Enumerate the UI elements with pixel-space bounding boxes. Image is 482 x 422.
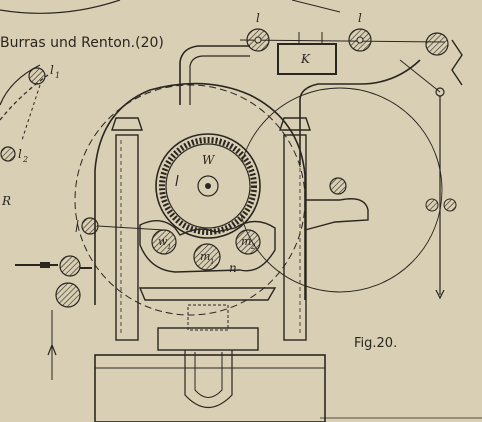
label-w1: w (158, 235, 168, 248)
drum-hatched-shell (159, 137, 257, 235)
drum-rotation-arrow (175, 174, 179, 187)
label-drum-w: W (202, 153, 216, 167)
roller-housing (139, 220, 276, 273)
press-ram (187, 304, 229, 331)
guide-roller (81, 217, 99, 235)
guide-roller-arrow (75, 219, 79, 233)
left-web-line (21, 84, 41, 141)
caption-fragment: Burras und Renton.(20) (0, 35, 164, 51)
upper-web-line (239, 39, 446, 43)
machine-base (94, 354, 326, 422)
arm-to-pendulum (399, 59, 441, 93)
left-roller-l1 (28, 67, 46, 85)
label-box-k: K (300, 52, 311, 66)
label-l1: l (50, 63, 54, 77)
nut-right (279, 117, 311, 131)
figure-label: Fig.20. (354, 336, 397, 351)
label-l2: l (18, 147, 22, 161)
box-K (277, 43, 337, 75)
upper-roller-l-right-axle (356, 36, 364, 44)
upper-roller-far-right (425, 32, 449, 56)
pendulum-roller-right (443, 198, 457, 212)
pendulum-arrow (435, 289, 445, 300)
label-l2-sub: 2 (22, 155, 28, 164)
label-n: n (229, 261, 237, 275)
top-web-in (291, 0, 341, 13)
web-feed-arrow (47, 343, 57, 356)
right-side-roller (329, 177, 347, 195)
label-r-partial: R (1, 194, 11, 208)
label-w1-sub: 1 (167, 243, 171, 251)
base-u-inner (194, 352, 223, 398)
pendulum-roller-left (425, 198, 439, 212)
roller-m1 (193, 243, 221, 271)
frame-arm-right (299, 59, 421, 165)
column-right (283, 134, 307, 341)
label-l1-sub: 1 (55, 71, 60, 80)
roller-m2 (235, 229, 261, 255)
frame-arm-left (179, 45, 250, 105)
top-left-arc (0, 0, 121, 14)
web-to-roller-w1 (97, 225, 165, 231)
frame-arm-left-inner (189, 55, 250, 105)
label-m2: m (241, 235, 251, 248)
press-block (157, 327, 259, 351)
press-bed (138, 287, 277, 301)
label-l-right: l (358, 11, 362, 25)
label-m2-sub: 2 (250, 243, 256, 251)
upper-roller-l-left-axle (254, 36, 262, 44)
drum-outer-ring (155, 133, 261, 239)
drum-hub (197, 175, 219, 197)
label-l-left: l (256, 11, 260, 25)
column-left (115, 134, 139, 341)
nut-left (111, 117, 143, 131)
feed-roller-upper (59, 255, 81, 277)
left-roller-l2 (0, 146, 16, 162)
base-u-channel (184, 350, 233, 409)
feed-roller-lower (55, 282, 81, 308)
drum-axle (205, 183, 211, 189)
chain-link (451, 39, 463, 86)
label-m1: m (200, 250, 210, 263)
frame-right-bracket (304, 198, 369, 231)
lever-grip (40, 262, 50, 268)
label-m1-sub: 1 (210, 258, 214, 266)
frame-arch (94, 82, 306, 305)
